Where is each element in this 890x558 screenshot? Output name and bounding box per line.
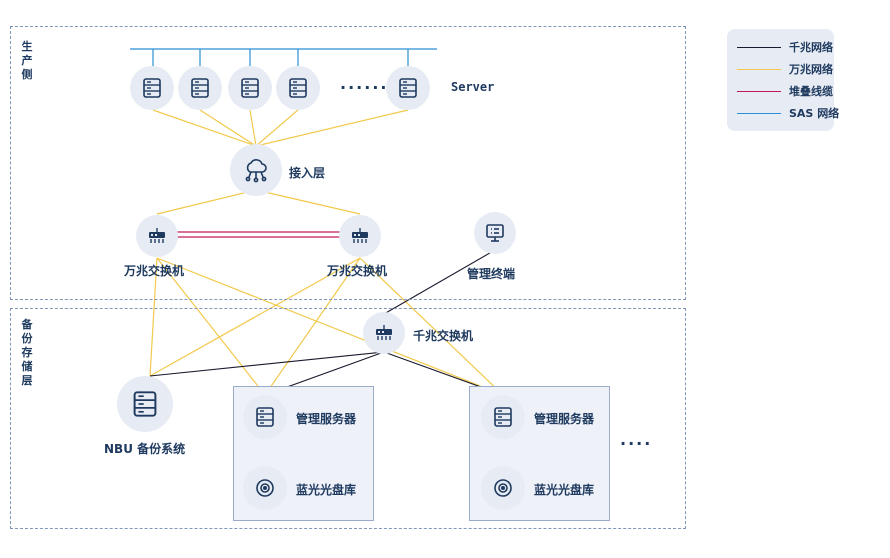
switch-icon xyxy=(352,228,368,243)
legend-swatch xyxy=(737,47,781,48)
disc-icon xyxy=(494,479,512,497)
ten-gigabit-switch-right-label: 万兆交换机 xyxy=(327,264,388,278)
management-terminal-label: 管理终端 xyxy=(467,267,516,281)
disc-library-label-1: 蓝光光盘库 xyxy=(296,483,357,497)
legend-item-stack: 堆叠线缆 xyxy=(737,82,833,102)
server-icon xyxy=(256,407,274,427)
server-node-3[interactable] xyxy=(228,66,272,110)
server-icon xyxy=(289,78,307,98)
server-icon xyxy=(133,391,157,417)
management-terminal-node[interactable] xyxy=(474,212,516,254)
disc-icon xyxy=(256,479,274,497)
legend-swatch xyxy=(737,91,781,92)
management-server-node-1[interactable] xyxy=(243,395,287,439)
production-zone-label: 生产侧 xyxy=(21,40,33,81)
server-node-2[interactable] xyxy=(178,66,222,110)
server-node-4[interactable] xyxy=(276,66,320,110)
management-server-node-2[interactable] xyxy=(481,395,525,439)
server-node-1[interactable] xyxy=(130,66,174,110)
legend-label: 堆叠线缆 xyxy=(789,85,833,98)
server-icon xyxy=(241,78,259,98)
ten-gigabit-switch-left[interactable] xyxy=(136,215,178,257)
server-label: Server xyxy=(451,80,495,94)
server-icon xyxy=(399,78,417,98)
access-layer-node[interactable] xyxy=(230,144,282,196)
access-layer-label: 接入层 xyxy=(289,166,326,180)
server-node-5[interactable] xyxy=(386,66,430,110)
legend-item-sas: SAS 网络 xyxy=(737,104,839,124)
server-icon xyxy=(494,407,512,427)
stack-cable-lines xyxy=(176,231,341,238)
gigabit-switch-node[interactable] xyxy=(363,312,405,354)
legend-label: 万兆网络 xyxy=(789,63,833,76)
server-icon xyxy=(191,78,209,98)
backup-zone xyxy=(10,308,686,529)
gigabit-switch-label: 千兆交换机 xyxy=(413,329,474,343)
disc-library-node-2[interactable] xyxy=(481,466,525,510)
monitor-icon xyxy=(486,224,504,242)
cloud-network-icon xyxy=(245,159,267,183)
legend: 千兆网络 万兆网络 堆叠线缆 SAS 网络 xyxy=(727,29,839,131)
backup-zone-label: 备份存储层 xyxy=(21,318,33,387)
more-ellipsis: ···· xyxy=(620,434,653,453)
ten-gigabit-switch-right[interactable] xyxy=(339,215,381,257)
legend-swatch xyxy=(737,69,781,70)
management-server-label-2: 管理服务器 xyxy=(534,412,595,426)
legend-swatch xyxy=(737,113,781,114)
server-icon xyxy=(143,78,161,98)
nbu-backup-label: NBU 备份系统 xyxy=(104,442,186,456)
disc-library-node-1[interactable] xyxy=(243,466,287,510)
server-ellipsis: ······ xyxy=(340,78,389,97)
legend-label: SAS 网络 xyxy=(789,107,840,120)
legend-item-gigabit: 千兆网络 xyxy=(737,38,833,58)
production-zone xyxy=(10,26,686,300)
nbu-backup-node[interactable] xyxy=(117,376,173,432)
switch-icon xyxy=(376,325,392,340)
ten-gigabit-switch-left-label: 万兆交换机 xyxy=(124,264,185,278)
legend-item-ten-gigabit: 万兆网络 xyxy=(737,60,833,80)
disc-library-label-2: 蓝光光盘库 xyxy=(534,483,595,497)
ten-gigabit-lines xyxy=(149,109,504,396)
management-server-label-1: 管理服务器 xyxy=(296,412,357,426)
legend-label: 千兆网络 xyxy=(789,41,833,54)
switch-icon xyxy=(149,228,165,243)
